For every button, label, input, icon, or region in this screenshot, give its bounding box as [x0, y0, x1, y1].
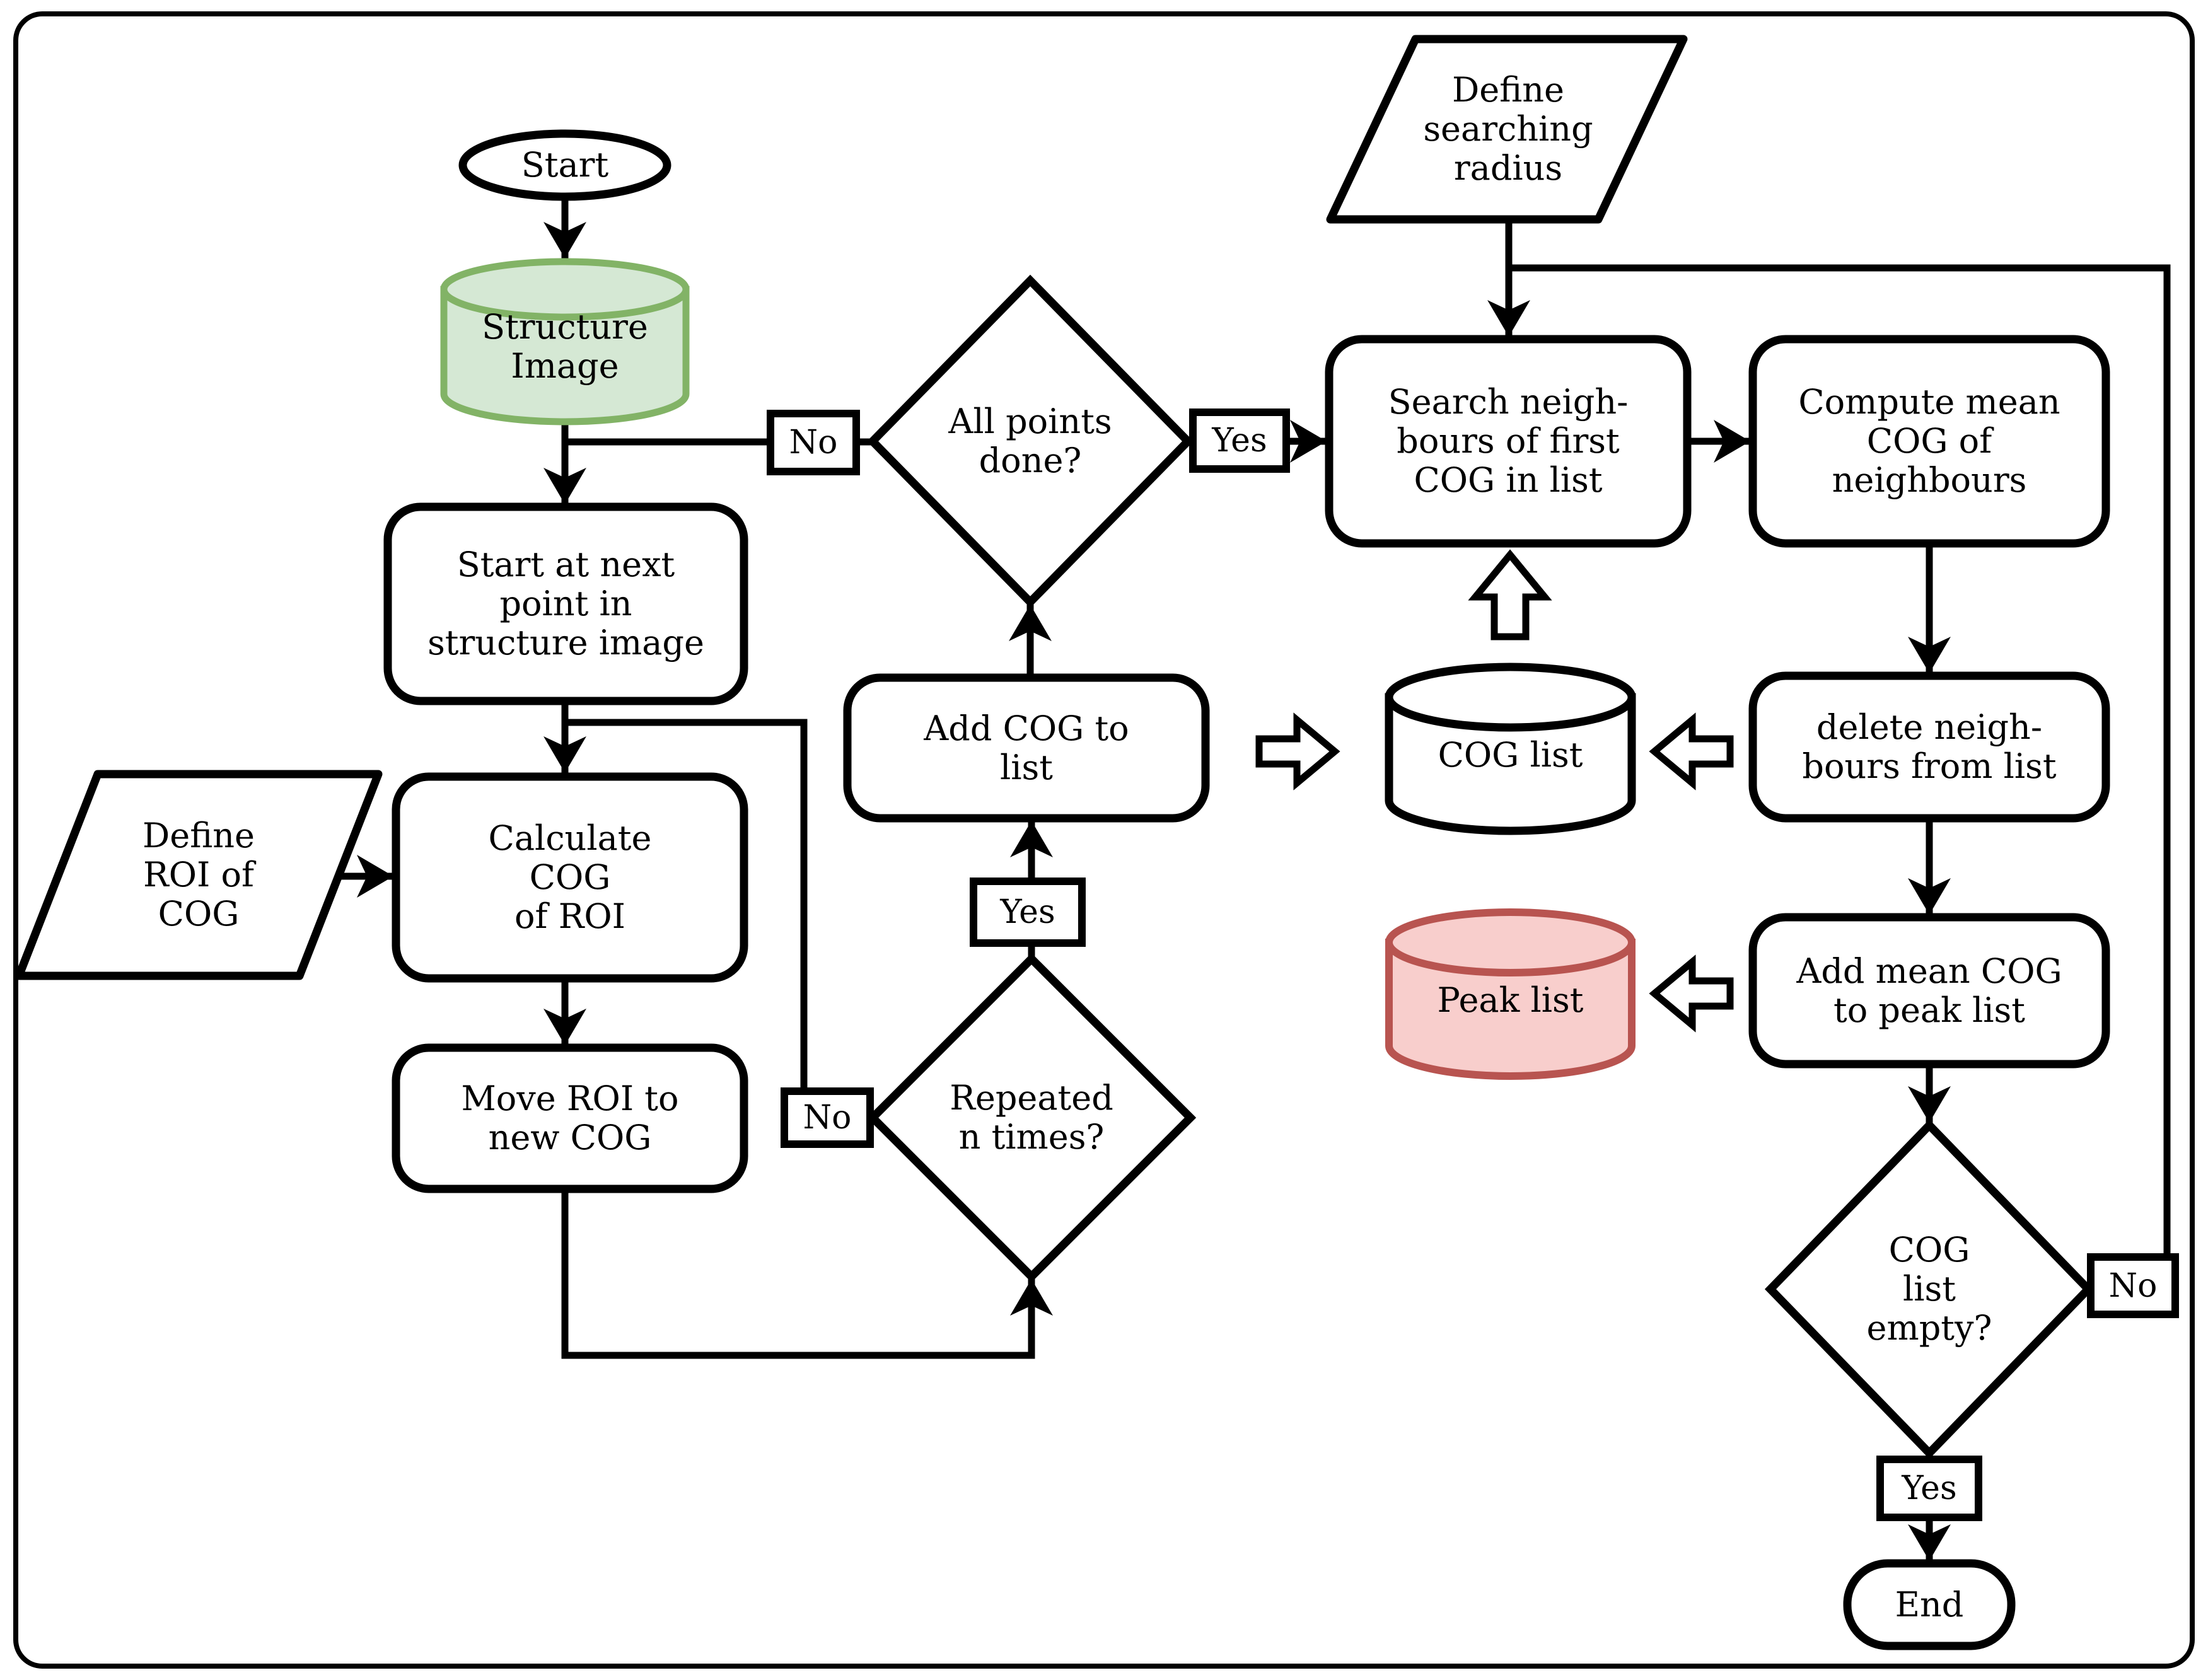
define-roi-parallelogram-shape [15, 770, 383, 980]
define-radius-parallelogram-shape [1326, 35, 1688, 224]
block-arrow-up-icon [1468, 549, 1552, 640]
compute-mean-process-shape [1748, 335, 2110, 548]
block-arrow-right-icon [1255, 712, 1340, 791]
label-box-allpoints-no [767, 410, 860, 475]
start-next-process-shape [383, 502, 748, 705]
edge-move-repeated [561, 1189, 1053, 1359]
label-box-repeated-no [781, 1087, 874, 1148]
figure-border [13, 11, 2195, 1669]
end-terminator-shape [1843, 1559, 2016, 1650]
label-box-allpoints-yes [1189, 408, 1290, 473]
cog-list-cylinder-shape [1385, 663, 1636, 835]
label-box-repeated-yes [970, 878, 1086, 947]
calculate-cog-process-shape [392, 772, 748, 983]
label-box-empty-yes [1876, 1456, 1982, 1521]
start-terminator-shape [458, 129, 671, 201]
peak-list-cylinder-shape [1385, 908, 1636, 1080]
move-roi-process-shape [392, 1043, 748, 1193]
add-mean-process-shape [1748, 913, 2110, 1069]
search-neigh-process-shape [1325, 335, 1692, 548]
add-cog-process-shape [843, 673, 1210, 823]
repeated-decision-shape [866, 953, 1197, 1283]
all-points-decision-shape [866, 274, 1194, 608]
delete-neigh-process-shape [1748, 671, 2110, 823]
block-arrow-left-coglist-icon [1649, 712, 1734, 791]
cog-empty-decision-shape [1764, 1119, 2095, 1459]
label-box-empty-no [2087, 1253, 2179, 1318]
structure-image-cylinder-shape [440, 258, 690, 426]
block-arrow-left-peaklist-icon [1649, 954, 1734, 1033]
